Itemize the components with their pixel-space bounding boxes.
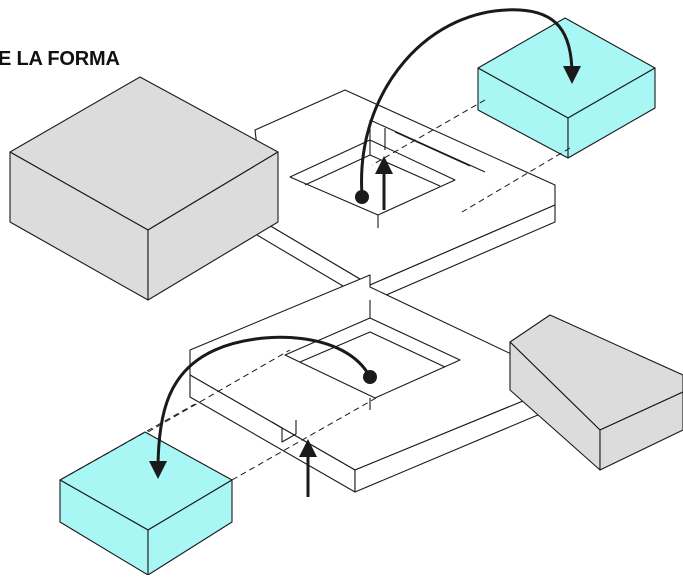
lower-frame-opening bbox=[284, 317, 461, 399]
cyan-block-upper-side bbox=[567, 67, 656, 159]
gray-block-left-side bbox=[147, 151, 279, 301]
gray-block-right-side bbox=[599, 391, 683, 471]
upper-frame-opening bbox=[289, 139, 456, 216]
upper-frame bbox=[234, 89, 556, 303]
diagram-title: E LA FORMA bbox=[0, 48, 120, 70]
gray-block-left bbox=[9, 76, 279, 301]
cyan-block-lower bbox=[59, 431, 233, 576]
move-arrow-upper-origin bbox=[355, 190, 369, 204]
cyan-block-lower-side bbox=[147, 479, 233, 576]
move-arrow-lower-origin bbox=[363, 370, 377, 384]
move-arrow-lower bbox=[149, 335, 377, 479]
move-arrow-upper bbox=[355, 8, 581, 204]
gray-block-right bbox=[509, 314, 683, 471]
